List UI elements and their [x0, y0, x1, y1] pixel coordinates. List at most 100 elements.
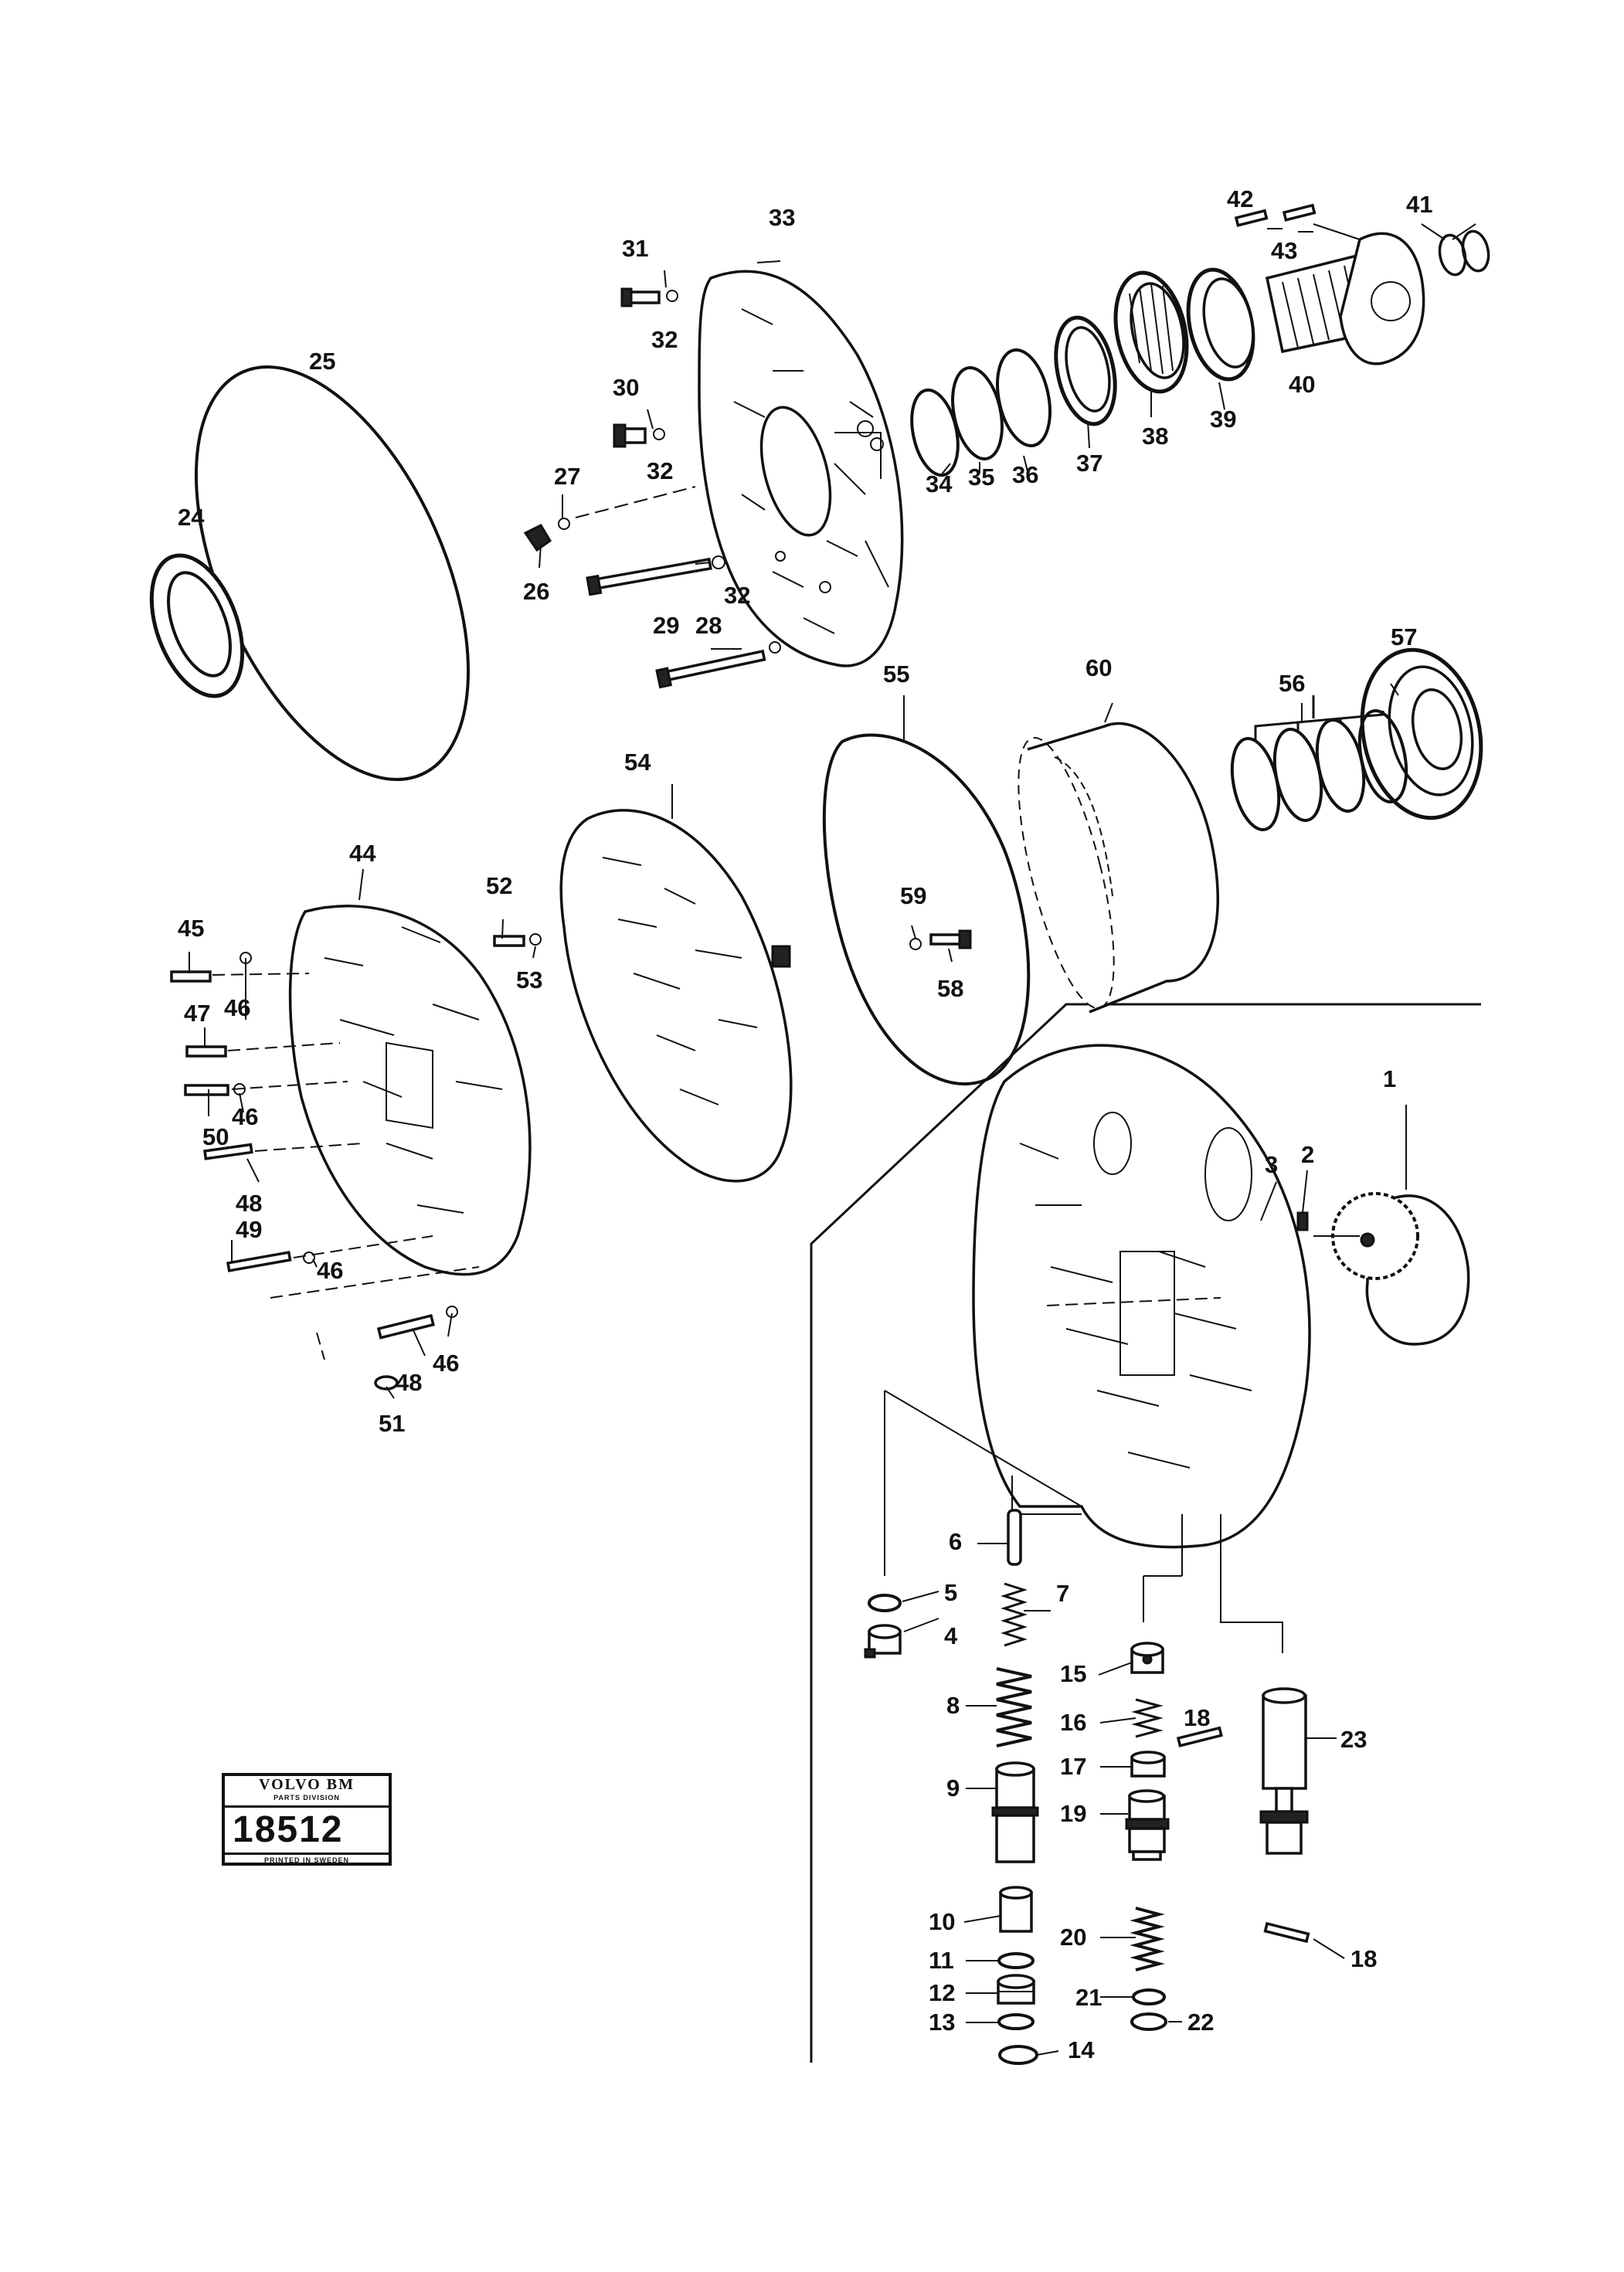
- part-29-long-bolt: [586, 557, 712, 596]
- label-39: 39: [1210, 406, 1236, 433]
- part-31-screw: [620, 287, 661, 307]
- label-14: 14: [1068, 2036, 1095, 2063]
- leader-lines-valves: [884, 1390, 1283, 1653]
- main-valve-housing: [972, 1044, 1311, 1549]
- label-42: 42: [1227, 185, 1253, 212]
- label-48-b: 48: [396, 1369, 422, 1396]
- part-52-screw: [493, 935, 525, 947]
- label-34: 34: [926, 470, 953, 498]
- part-39-bearing-cup: [1186, 267, 1255, 382]
- part-55-gasket: [822, 733, 1031, 1086]
- label-19: 19: [1060, 1800, 1086, 1827]
- part-30-bolt: [613, 423, 647, 448]
- label-44: 44: [349, 840, 376, 867]
- label-11: 11: [929, 1947, 954, 1974]
- part-27-oring: [558, 518, 570, 530]
- part-48-screw-a: [203, 1143, 253, 1160]
- part-19-spool: [1125, 1789, 1170, 1861]
- part-23-valve: [1259, 1687, 1337, 1855]
- part-22-ring: [1130, 2012, 1167, 2031]
- part-54-housing: [559, 809, 793, 1183]
- stamp-division: PARTS DIVISION: [273, 1794, 340, 1802]
- part-56-shims: [1230, 695, 1408, 831]
- label-18-b: 18: [1351, 1945, 1377, 1972]
- part-21-ring: [1132, 1988, 1166, 2005]
- label-47: 47: [184, 1000, 210, 1027]
- label-24: 24: [178, 504, 205, 531]
- part-42-pin: [1234, 209, 1269, 227]
- part-37-bearing-cup: [1054, 315, 1117, 426]
- part-36-ring: [996, 348, 1052, 447]
- part-26-plug: [523, 524, 552, 552]
- part-49-screw: [226, 1251, 292, 1272]
- part-32-washer-mid: [653, 428, 665, 440]
- part-9-spool: [991, 1761, 1039, 1863]
- part-15-cap: [1130, 1642, 1164, 1674]
- label-8: 8: [946, 1692, 960, 1719]
- label-16: 16: [1060, 1709, 1086, 1736]
- label-49: 49: [236, 1216, 262, 1243]
- label-46-d: 46: [433, 1350, 459, 1377]
- label-52: 52: [486, 872, 512, 899]
- part-24-seal: [149, 553, 245, 698]
- part-41-clip-ring: [1438, 229, 1490, 277]
- part-44-housing: [288, 905, 532, 1276]
- part-33-cover-plate: [698, 270, 904, 667]
- part-28-long-bolt: [655, 649, 766, 689]
- part-35-ring: [951, 365, 1004, 461]
- label-56: 56: [1279, 670, 1305, 697]
- part-48-screw-b: [376, 1313, 435, 1340]
- part-2-washer: [1296, 1211, 1309, 1231]
- part-5-ring: [868, 1594, 902, 1612]
- stamp-footer: PRINTED IN SWEDEN: [263, 1856, 349, 1864]
- part-4-plug: [864, 1624, 902, 1659]
- label-21: 21: [1075, 1984, 1102, 2011]
- part-20-spring: [1130, 1907, 1165, 1971]
- part-60-cylinder: [1018, 722, 1219, 1014]
- centerline-26: [575, 486, 696, 518]
- label-46-b: 46: [232, 1103, 258, 1130]
- label-30: 30: [613, 374, 639, 401]
- label-9: 9: [946, 1774, 960, 1802]
- label-58: 58: [937, 975, 963, 1002]
- part-11-ring: [997, 1952, 1035, 1969]
- label-13: 13: [929, 2009, 955, 2036]
- label-54: 54: [624, 749, 651, 776]
- label-1: 1: [1383, 1065, 1396, 1092]
- label-53: 53: [516, 966, 542, 993]
- part-16-spring: [1131, 1698, 1164, 1738]
- part-18-pin-a: [1176, 1726, 1223, 1747]
- part-51-plug: [374, 1375, 399, 1391]
- stamp-number: 18512: [225, 1808, 389, 1855]
- part-45-screw: [170, 970, 212, 983]
- label-28: 28: [695, 612, 722, 639]
- label-46-c: 46: [317, 1257, 343, 1284]
- label-23: 23: [1340, 1726, 1367, 1753]
- part-47-screw: [185, 1045, 227, 1058]
- label-51: 51: [379, 1410, 405, 1437]
- label-57: 57: [1391, 623, 1417, 650]
- part-6-pin: [1007, 1509, 1022, 1566]
- part-40-output-shaft: [1265, 232, 1425, 365]
- label-38: 38: [1142, 423, 1168, 450]
- part-32-washer-low: [712, 555, 725, 569]
- part-17-cap: [1130, 1751, 1166, 1778]
- label-17: 17: [1060, 1753, 1086, 1780]
- part-43-pin: [1282, 203, 1317, 222]
- label-5: 5: [944, 1579, 957, 1606]
- part-7-spring: [1001, 1582, 1028, 1647]
- label-37: 37: [1076, 450, 1102, 477]
- part-10-sleeve: [999, 1886, 1033, 1933]
- label-60: 60: [1085, 654, 1112, 681]
- part-1-pump: [1313, 1192, 1470, 1346]
- part-34-ring: [910, 388, 960, 477]
- part-14-ring: [998, 2045, 1038, 2065]
- label-45: 45: [178, 915, 204, 942]
- label-6: 6: [949, 1528, 962, 1555]
- part-28-washer: [769, 641, 781, 654]
- label-55: 55: [883, 661, 909, 688]
- part-46-washer-c: [303, 1251, 315, 1264]
- part-59-washer: [909, 938, 922, 950]
- part-57-ball-bearing: [1360, 647, 1483, 820]
